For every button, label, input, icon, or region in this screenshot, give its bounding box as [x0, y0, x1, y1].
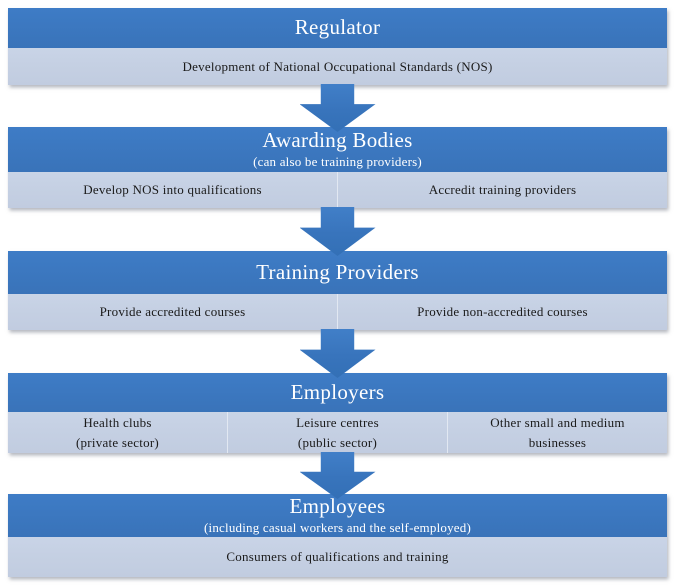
cell-line: Development of National Occupational Sta… [182, 58, 493, 74]
level-employers-band: Health clubs (private sector) Leisure ce… [8, 412, 667, 453]
band-cell: Provide non-accredited courses [337, 294, 667, 330]
cell-line: Other small and medium [490, 415, 625, 430]
level-employees-header: Employees (including casual workers and … [8, 494, 667, 537]
cell-line: businesses [528, 434, 587, 450]
cell-line: Develop NOS into qualifications [83, 182, 262, 198]
band-cell: Development of National Occupational Sta… [8, 48, 667, 85]
level-employers-header: Employers [8, 373, 667, 412]
connector-row [8, 452, 667, 499]
level-regulator-header: Regulator [8, 8, 667, 48]
level-title: Regulator [294, 15, 381, 40]
cell-line: Provide accredited courses [99, 304, 246, 320]
connector-row [8, 329, 667, 378]
level-employees-band: Consumers of qualifications and training [8, 537, 667, 577]
level-awarding-bodies: Awarding Bodies (can also be training pr… [8, 127, 667, 208]
cell-line: Accredit training providers [428, 182, 577, 198]
down-arrow-icon [299, 329, 376, 378]
cell-line: (private sector) [75, 434, 160, 450]
band-cell: Provide accredited courses [8, 294, 337, 330]
level-training-providers-header: Training Providers [8, 251, 667, 294]
level-title: Training Providers [256, 259, 419, 284]
connector-row [8, 207, 667, 256]
cell-line: Consumers of qualifications and training [226, 549, 449, 565]
level-regulator: Regulator Development of National Occupa… [8, 8, 667, 85]
level-subtitle: (including casual workers and the self-e… [204, 519, 471, 535]
level-title: Employers [290, 379, 385, 404]
band-cell: Develop NOS into qualifications [8, 172, 337, 208]
level-title: Employees [289, 494, 386, 519]
down-arrow-icon [299, 84, 376, 132]
level-employees: Employees (including casual workers and … [8, 494, 667, 577]
level-subtitle: (can also be training providers) [253, 153, 422, 169]
connector-row [8, 84, 667, 132]
level-employers: Employers Health clubs (private sector) … [8, 373, 667, 453]
band-cell: Leisure centres (public sector) [227, 412, 447, 453]
level-awarding-bodies-header: Awarding Bodies (can also be training pr… [8, 127, 667, 172]
band-cell: Consumers of qualifications and training [8, 537, 667, 577]
band-cell: Other small and medium businesses [447, 412, 667, 453]
level-title: Awarding Bodies [262, 128, 413, 153]
level-awarding-bodies-band: Develop NOS into qualifications Accredit… [8, 172, 667, 208]
level-regulator-band: Development of National Occupational Sta… [8, 48, 667, 85]
cell-line: (public sector) [297, 434, 378, 450]
band-cell: Accredit training providers [337, 172, 667, 208]
down-arrow-icon [299, 452, 376, 499]
cell-line: Health clubs [83, 415, 152, 430]
level-training-providers-band: Provide accredited courses Provide non-a… [8, 294, 667, 330]
down-arrow-icon [299, 207, 376, 256]
band-cell: Health clubs (private sector) [8, 412, 227, 453]
cell-line: Provide non-accredited courses [417, 304, 588, 320]
level-training-providers: Training Providers Provide accredited co… [8, 251, 667, 330]
cell-line: Leisure centres [296, 415, 379, 430]
